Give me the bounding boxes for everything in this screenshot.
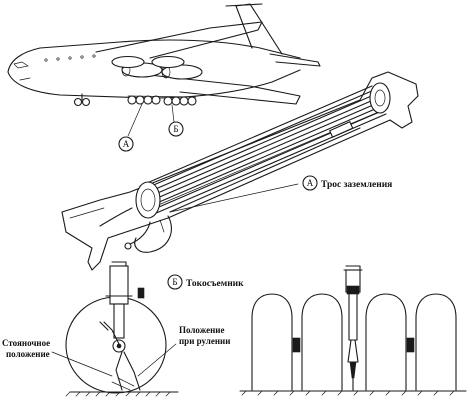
callout-b-letter-top: Б (173, 124, 178, 134)
aircraft-illustration (7, 3, 321, 137)
engines (111, 55, 203, 80)
callout-a-label-group: А Трос заземления (302, 175, 392, 191)
parking-position-label-line1: Стояночное (2, 338, 50, 348)
parking-position-label-line2: положение (6, 349, 50, 359)
landing-gear (73, 93, 197, 107)
contact-detail-side-view (51, 261, 179, 397)
callout-a-letter: А (307, 178, 314, 188)
callout-b-label: Токосъемник (186, 279, 244, 289)
callout-a-marker-top: А (118, 136, 134, 152)
callout-b-label-group: Б Токосъемник (167, 274, 244, 290)
contact-detail-rear-view (239, 265, 467, 396)
grounding-cable-detail (61, 71, 419, 271)
callout-b-marker-top: Б (168, 121, 184, 137)
fuselage-windows (44, 54, 96, 62)
callout-a-label: Трос заземления (321, 180, 392, 190)
callout-b-letter: Б (172, 277, 177, 287)
callout-a-letter-top: А (123, 139, 130, 149)
taxi-position-label-line2: при рулении (179, 336, 230, 346)
taxi-position-label-line1: Положение (179, 325, 224, 335)
